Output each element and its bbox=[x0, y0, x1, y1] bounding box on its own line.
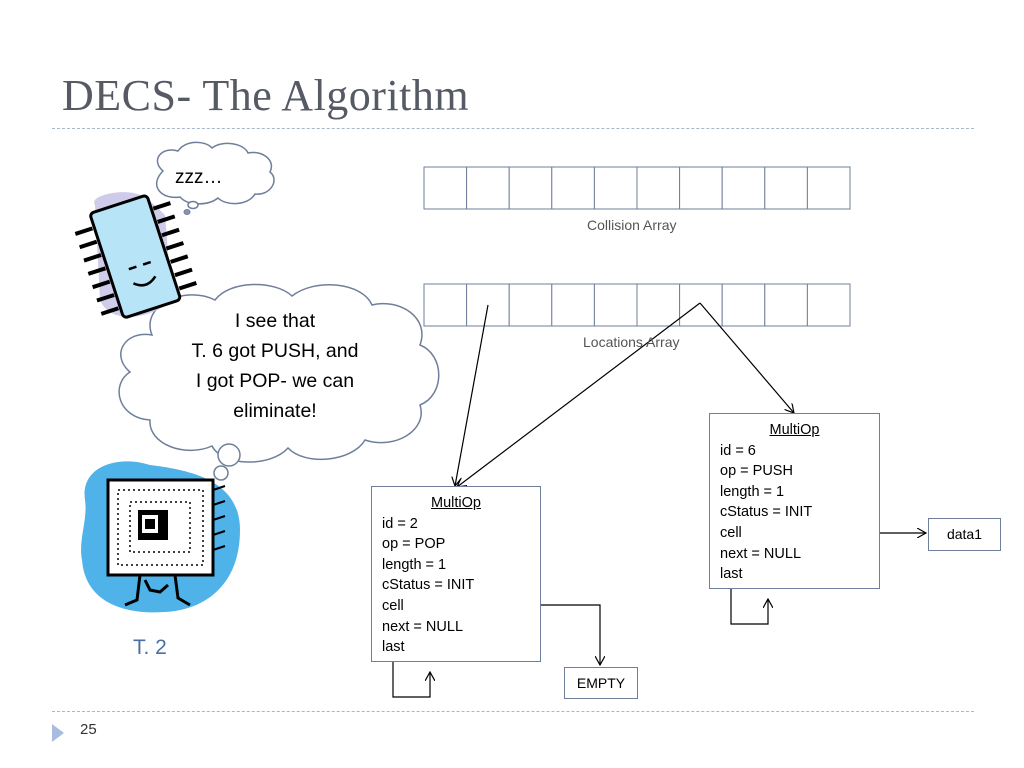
multiop-field: next = NULL bbox=[720, 545, 802, 562]
multiop-field: last bbox=[382, 639, 405, 656]
title-divider bbox=[52, 128, 974, 129]
sleepy-thought-cloud bbox=[156, 141, 275, 215]
location-to-t6-arrow bbox=[699, 302, 794, 413]
locations-array bbox=[423, 283, 851, 327]
speech-line: eliminate! bbox=[233, 400, 317, 422]
footer-divider bbox=[52, 711, 974, 712]
locations-array-label: Locations Array bbox=[583, 334, 680, 350]
speech-thought-cloud bbox=[118, 283, 440, 481]
multiop-field: op = POP bbox=[382, 536, 446, 553]
multiop-field: id = 2 bbox=[382, 515, 418, 532]
speech-line: T. 6 got PUSH, and bbox=[191, 340, 359, 362]
multiop-field: length = 1 bbox=[382, 556, 447, 573]
t6-last-loop-arrow bbox=[730, 583, 768, 625]
sleepy-thought-text: zzz… bbox=[175, 167, 223, 188]
data-target: data1 bbox=[928, 518, 1001, 551]
multiop-field: next = NULL bbox=[382, 618, 464, 635]
empty-target: EMPTY bbox=[564, 667, 638, 699]
location-to-t2-arrow bbox=[455, 304, 489, 486]
location-to-t2-arrow-2 bbox=[457, 302, 701, 487]
multiop-field: length = 1 bbox=[720, 483, 785, 500]
multiop-field: cell bbox=[720, 524, 742, 541]
multiop-header: MultiOp bbox=[431, 495, 481, 511]
multiop-header: MultiOp bbox=[769, 422, 820, 438]
multiop-field: op = PUSH bbox=[720, 463, 793, 480]
sleeping-chip-character bbox=[74, 192, 198, 319]
footer-bullet-icon bbox=[52, 724, 64, 742]
multiop-field: id = 6 bbox=[720, 442, 756, 459]
page-number: 25 bbox=[80, 721, 97, 738]
multiop-t2-box: MultiOp id = 2 op = POP length = 1 cStat… bbox=[371, 486, 541, 662]
collision-array bbox=[423, 166, 851, 210]
speech-thought-text: I see that T. 6 got PUSH, and I got POP-… bbox=[165, 306, 385, 426]
slide-title: DECS- The Algorithm bbox=[62, 71, 470, 120]
multiop-t6-box: MultiOp id = 6 op = PUSH length = 1 cSta… bbox=[709, 413, 880, 589]
multiop-field: cell bbox=[382, 597, 404, 614]
thread-label: T. 2 bbox=[133, 636, 167, 659]
multiop-field: last bbox=[720, 566, 743, 583]
speech-line: I got POP- we can bbox=[195, 370, 355, 392]
awake-chip-character bbox=[81, 461, 241, 613]
multiop-field: cStatus = INIT bbox=[720, 504, 813, 521]
speech-line: I see that bbox=[234, 310, 316, 332]
multiop-field: cStatus = INIT bbox=[382, 577, 475, 594]
collision-array-label: Collision Array bbox=[587, 217, 677, 233]
t2-last-loop-arrow bbox=[392, 655, 430, 698]
